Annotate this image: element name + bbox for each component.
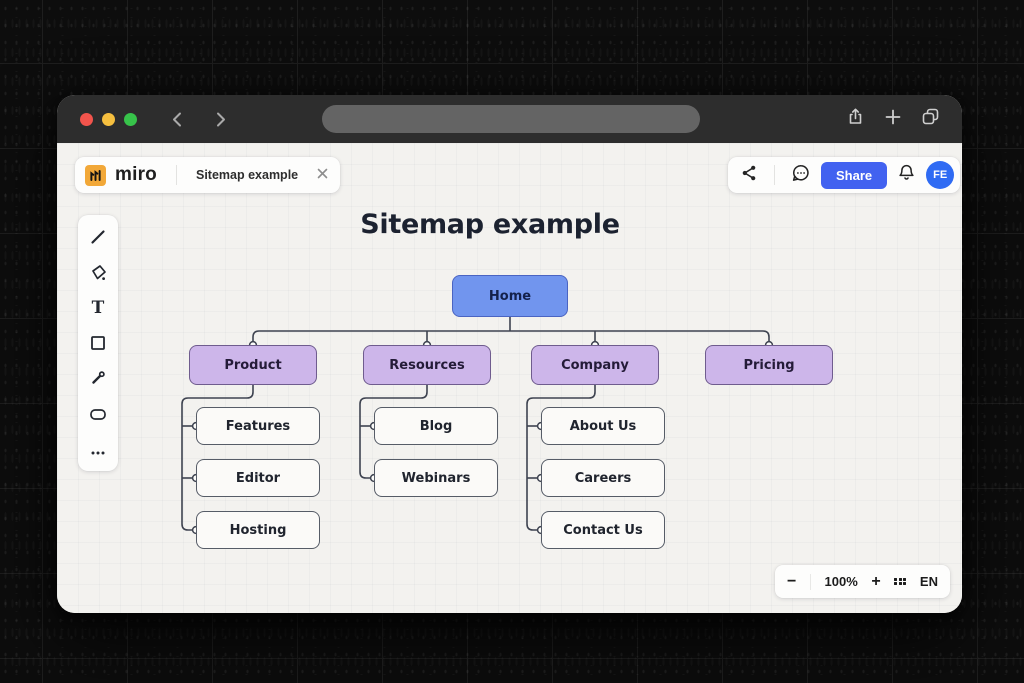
comments-icon[interactable]	[791, 163, 811, 188]
close-window-button[interactable]	[80, 112, 93, 126]
plus-icon[interactable]	[884, 108, 902, 131]
sitemap-node-hosting[interactable]: Hosting	[196, 511, 320, 549]
address-bar[interactable]	[322, 105, 700, 133]
close-board-tab-icon[interactable]	[317, 166, 328, 184]
forward-icon[interactable]	[212, 111, 229, 128]
shape-tool-icon[interactable]	[83, 330, 113, 356]
sticky-nib-tool-icon[interactable]	[83, 260, 113, 286]
share-nodes-icon[interactable]	[740, 164, 758, 187]
sitemap-node-features[interactable]: Features	[196, 407, 320, 445]
browser-nav	[169, 111, 229, 128]
share-button[interactable]: Share	[821, 161, 888, 189]
apps-grid-icon[interactable]	[894, 577, 907, 586]
zoom-controls: − 100% + EN	[775, 565, 950, 598]
zoom-level-value[interactable]: 100%	[824, 574, 858, 589]
zoom-in-button[interactable]: +	[871, 572, 881, 590]
sitemap-node-careers[interactable]: Careers	[541, 459, 665, 497]
share-up-icon[interactable]	[846, 107, 865, 131]
connector-tool-icon[interactable]	[83, 365, 113, 391]
language-switcher[interactable]: EN	[919, 574, 938, 589]
pen-tool-icon[interactable]	[83, 224, 113, 250]
app-header-right: Share FE	[728, 157, 961, 193]
sitemap-node-contact-us[interactable]: Contact Us	[541, 511, 665, 549]
board-tab-title[interactable]: Sitemap example	[195, 168, 299, 182]
browser-actions	[846, 95, 940, 143]
back-icon[interactable]	[169, 111, 186, 128]
maximize-window-button[interactable]	[124, 112, 137, 126]
browser-titlebar	[57, 95, 962, 143]
text-tool-icon[interactable]: T	[91, 297, 105, 318]
sitemap-node-home[interactable]: Home	[452, 275, 568, 317]
sitemap-node-resources[interactable]: Resources	[363, 345, 491, 385]
more-tools-icon[interactable]	[83, 436, 113, 462]
minimize-window-button[interactable]	[102, 112, 115, 126]
zoom-out-button[interactable]: −	[787, 572, 797, 590]
tools-sidebar: T	[78, 215, 118, 471]
zoom-divider	[809, 573, 811, 590]
sitemap-node-webinars[interactable]: Webinars	[374, 459, 498, 497]
notifications-bell-icon[interactable]	[897, 163, 916, 187]
sitemap-node-editor[interactable]: Editor	[196, 459, 320, 497]
board-title-text[interactable]: Sitemap example	[360, 209, 620, 240]
sitemap-node-company[interactable]: Company	[531, 345, 659, 385]
window-controls	[80, 112, 137, 126]
miro-wordmark[interactable]: miro	[115, 164, 157, 185]
sitemap-node-blog[interactable]: Blog	[374, 407, 498, 445]
sitemap-node-pricing[interactable]: Pricing	[705, 345, 833, 385]
user-avatar[interactable]: FE	[926, 161, 955, 189]
miro-logo-icon[interactable]	[85, 164, 106, 186]
header-divider	[175, 165, 177, 185]
frame-tool-icon[interactable]	[83, 401, 113, 427]
collab-divider	[774, 165, 775, 185]
sitemap-node-product[interactable]: Product	[189, 345, 317, 385]
tabs-icon[interactable]	[921, 107, 940, 131]
sitemap-node-about-us[interactable]: About Us	[541, 407, 665, 445]
app-header-left: miro Sitemap example	[75, 157, 341, 193]
